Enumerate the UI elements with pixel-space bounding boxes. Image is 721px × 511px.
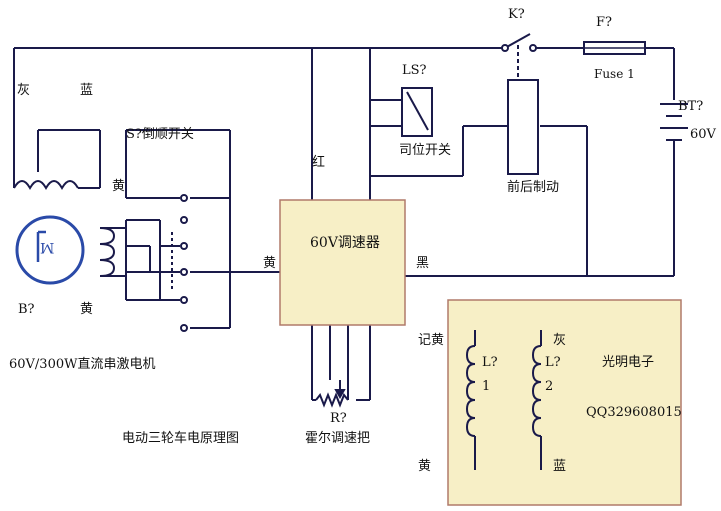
label-motor-ref: B? [18,302,35,317]
label-battery-ref: BT? [678,99,704,114]
legend-yellow-top: 记黄 [418,333,445,348]
label-controller: 60V调速器 [310,235,380,251]
legend-qq: QQ329608015 [586,405,682,420]
legend-brand: 光明电子 [602,355,655,370]
label-wire-yellow-top: 黄 [112,179,126,194]
label-ls-ref: LS? [402,63,427,78]
label-wire-black: 黑 [416,256,430,271]
label-pot-name: 霍尔调速把 [305,431,371,446]
wires [13,33,688,408]
label-fuse-ref: F? [596,15,612,30]
diagram-title: 电动三轮车电原理图 [122,431,240,446]
legend-box [447,299,682,506]
label-wire-yellow-mid: 黄 [263,256,277,271]
legend-coil1-num: 1 [482,379,491,394]
label-switch-ref: K? [508,7,525,22]
label-battery-voltage: 60V [690,127,716,142]
motor-symbol: M [40,239,55,255]
label-fuse-name: Fuse 1 [594,67,635,81]
legend-yellow-bottom: 黄 [418,459,432,474]
legend-coil1-ref: L? [482,355,498,370]
label-wire-red: 红 [312,155,326,170]
legend-coils [465,330,542,470]
legend-gray: 灰 [553,333,567,348]
legend-coil2-ref: L? [545,355,561,370]
label-reverse-switch: S?倒顺开关 [126,127,194,142]
legend-blue: 蓝 [553,459,567,474]
label-brake: 前后制动 [507,180,560,195]
brake-relay-icon [507,79,539,175]
label-motor-desc: 60V/300W直流串激电机 [9,357,156,372]
motor-icon [15,215,85,285]
label-ls-name: 司位开关 [399,143,452,158]
label-wire-gray: 灰 [17,83,31,98]
controller-box [279,199,406,326]
label-pot-ref: R? [330,411,347,426]
label-wire-blue: 蓝 [80,83,94,98]
label-wire-yellow-bottom: 黄 [80,302,94,317]
legend-coil2-num: 2 [545,379,554,394]
